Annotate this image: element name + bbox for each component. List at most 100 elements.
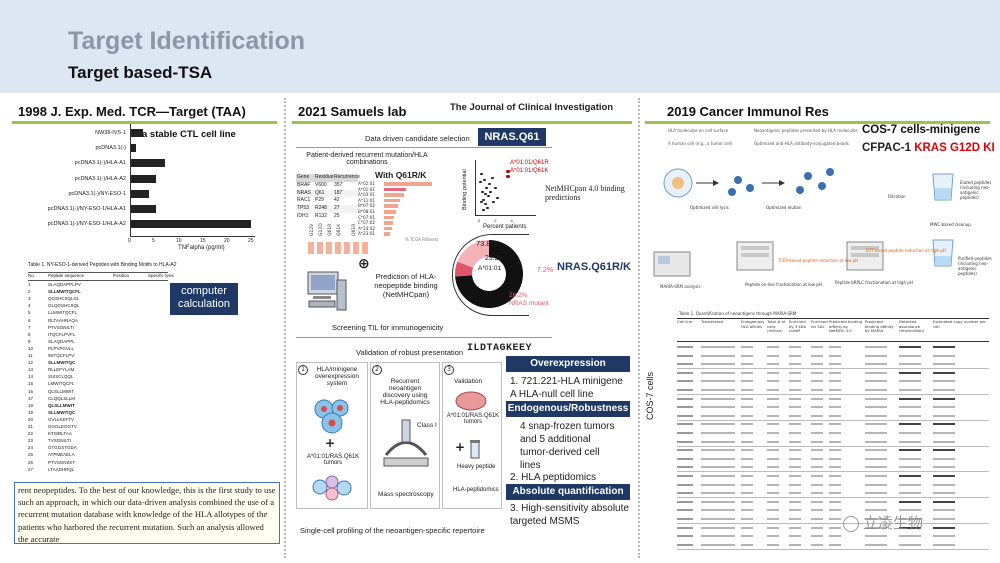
- scatter-point: [481, 190, 484, 193]
- chart-tick-label: 0: [128, 238, 131, 244]
- cell-placeholder: [933, 371, 955, 374]
- cell-placeholder: [741, 535, 753, 538]
- cos7-table-header: Endogenous HLA alleles: [741, 319, 765, 329]
- page-title: Target Identification: [68, 27, 306, 55]
- hla-allele-label: A*01:01: [358, 186, 376, 192]
- cell-placeholder: [677, 466, 693, 469]
- row-number: 10: [28, 345, 34, 351]
- cell-placeholder: [829, 457, 841, 460]
- rule: [296, 337, 552, 338]
- hla-bar: [384, 193, 404, 197]
- flow-label: Eluted peptides (including neo-antigenic…: [960, 180, 992, 200]
- donut-slice: [455, 261, 474, 277]
- cell-placeholder: [865, 363, 887, 366]
- hla-bar: [384, 182, 432, 186]
- hla-bar: [384, 210, 396, 214]
- cell-placeholder: [811, 535, 823, 538]
- header-band: [0, 0, 1000, 93]
- row-number: 26: [28, 459, 34, 465]
- chart-bar: [131, 144, 136, 153]
- flow-label: Filtration: [888, 194, 906, 199]
- row-number: 7: [28, 324, 31, 330]
- cell-placeholder: [767, 449, 779, 452]
- cell-placeholder: [767, 440, 779, 443]
- row-number: 16: [28, 388, 34, 394]
- peptide-sequence: PLPVPGVLL: [48, 345, 75, 351]
- cell-placeholder: [933, 440, 955, 443]
- cos7-table-row: [677, 515, 989, 524]
- cell-placeholder: [829, 466, 841, 469]
- journal-name: The Journal of Clinical Investigation: [450, 102, 614, 113]
- hla-allele-label: B*07:02: [358, 203, 376, 209]
- scatter-point: [483, 178, 486, 181]
- peptide-table-caption: Table 1. NY-ESO-1-derived Peptides with …: [28, 262, 177, 268]
- cos7-table-header: Transfected: [701, 319, 724, 324]
- gene-cell: Q61: [315, 189, 325, 196]
- workflow-diagram-top: [660, 158, 860, 208]
- peptide-sequence: QLSLLMWIT: [48, 402, 75, 408]
- cell-placeholder: [767, 389, 779, 391]
- chart-bar-label: NW38-IVS-1: [95, 130, 126, 136]
- scatter-point: [487, 194, 490, 197]
- box-text: and 5 additional: [520, 434, 591, 445]
- cell-placeholder: [829, 380, 841, 383]
- peptide-sequence: LLMWITQCFL: [48, 310, 78, 316]
- row-number: 5: [28, 310, 31, 316]
- hla-allele-label: B*08:01: [358, 209, 376, 214]
- cell-placeholder: [701, 363, 735, 366]
- cell-placeholder: [767, 509, 779, 512]
- vial-icon: [467, 440, 483, 460]
- cell-placeholder: [829, 500, 841, 503]
- cell-placeholder: [677, 475, 693, 477]
- cell-placeholder: [741, 500, 753, 503]
- hla-allele-label: A*03:01: [358, 192, 376, 198]
- tick-label: 0: [478, 218, 495, 223]
- cell-placeholder: [811, 397, 823, 400]
- cell-placeholder: [741, 466, 753, 469]
- lc-instrument-icon: [845, 238, 885, 272]
- cell-placeholder: [767, 363, 779, 366]
- tick-label: 2: [494, 218, 511, 223]
- endogenous-box: Endogenous/Robustness: [506, 401, 630, 417]
- peptide-sequence: QGSHCSQLGL: [48, 296, 80, 302]
- cell-placeholder: [865, 526, 887, 529]
- cell-placeholder: [829, 518, 841, 520]
- cell-placeholder: [677, 492, 693, 495]
- cell-placeholder: [829, 423, 841, 426]
- row-number: 3: [28, 296, 31, 302]
- table-row: 3 QGSHCSQLGL: [28, 296, 168, 303]
- cell-placeholder: [789, 354, 801, 357]
- gene-cell: Gene: [297, 174, 310, 180]
- legend-item: HLA molecules on cell surface: [668, 128, 729, 133]
- cell-placeholder: [677, 526, 693, 529]
- gene-cell: RAC1: [297, 197, 311, 204]
- binding-scatter: [475, 160, 536, 216]
- cell-placeholder: [811, 363, 823, 366]
- tick-label: 4: [510, 218, 527, 223]
- cell-placeholder: [933, 414, 955, 417]
- legend-item: A human cell (e.g., a tumor cell): [668, 141, 733, 146]
- table-header: Position: [113, 273, 130, 278]
- mutation-heatmap: [308, 242, 368, 254]
- cell-placeholder: [741, 457, 753, 460]
- cell-placeholder: [829, 526, 841, 529]
- chart-bar-label: pcDNA3.1(-)/HLA-A2: [74, 175, 126, 182]
- table-rule: [677, 341, 989, 342]
- ildtag-sequence: ILDTAGKEEY: [467, 343, 533, 354]
- chart-tick-label: 25: [248, 238, 254, 244]
- cos7-table-header: Enriched for SAL: [811, 319, 828, 329]
- peptidomics-label: HLA-peptidomics: [453, 487, 499, 493]
- chart-bar: [131, 220, 251, 229]
- tumor-icon: [310, 473, 354, 501]
- cell-placeholder: [767, 397, 779, 400]
- chart-tick-label: 15: [200, 238, 206, 244]
- peptide-sequence: ITQCFLPVFL: [48, 331, 76, 337]
- cell-placeholder: [899, 406, 921, 409]
- chart-bar-label: pcDNA3.1(-)/HLA-A1: [74, 160, 126, 167]
